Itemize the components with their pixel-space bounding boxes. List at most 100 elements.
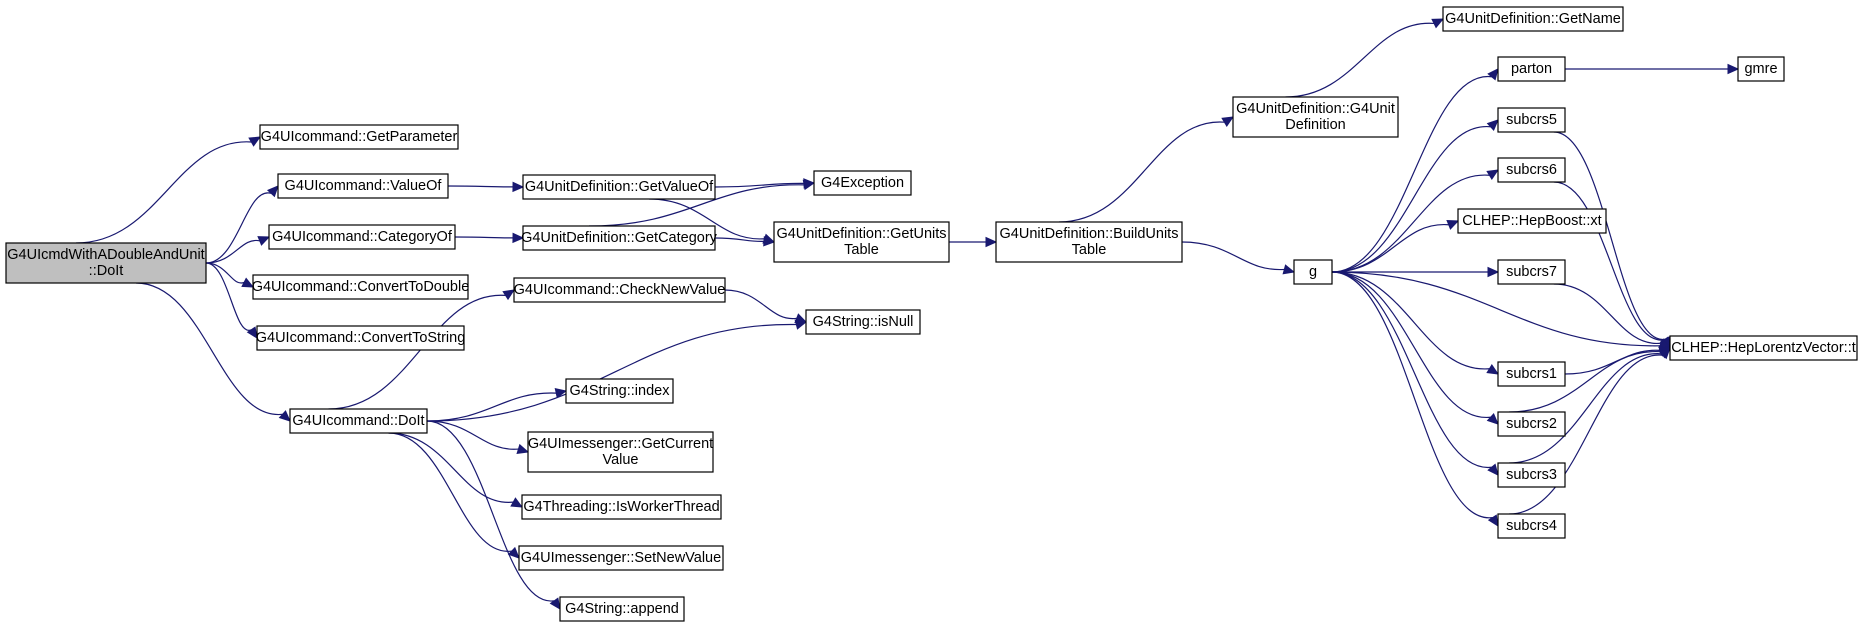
node-box-g4exception[interactable] bbox=[813, 170, 912, 196]
node-box-getvalueof[interactable] bbox=[522, 174, 716, 200]
node-box-subcrs3[interactable] bbox=[1497, 462, 1566, 488]
node-box-subcrs6[interactable] bbox=[1497, 157, 1566, 183]
node-uicommand-doit[interactable]: G4UIcommand::DoIt bbox=[289, 408, 428, 434]
node-g4uicmd-doit[interactable]: G4UIcmdWithADoubleAndUnit::DoIt bbox=[5, 242, 207, 284]
node-getvalueof[interactable]: G4UnitDefinition::GetValueOf bbox=[522, 174, 716, 200]
node-box-g4unitdefinition-ctor[interactable] bbox=[1232, 96, 1399, 138]
node-box-getname[interactable] bbox=[1442, 6, 1624, 32]
node-g4exception[interactable]: G4Exception bbox=[813, 170, 912, 196]
node-label-getunitstable: G4UnitDefinition::GetUnits bbox=[776, 226, 946, 242]
edge-buildunitstable-to-g bbox=[1181, 241, 1285, 271]
node-subcrs1[interactable]: subcrs1 bbox=[1497, 361, 1566, 387]
node-setnewvalue[interactable]: G4UImessenger::SetNewValue bbox=[518, 545, 724, 571]
arrowhead-buildunitstable-to-g bbox=[1282, 264, 1296, 275]
node-box-g[interactable] bbox=[1293, 259, 1333, 285]
arrowhead-g4uicmd-doit-to-uicommand-doit bbox=[278, 410, 291, 422]
edge-uicommand-doit-to-checknewvalue bbox=[328, 294, 506, 410]
node-box-buildunitstable[interactable] bbox=[995, 221, 1183, 263]
node-box-setnewvalue[interactable] bbox=[518, 545, 724, 571]
node-isworkerthread[interactable]: G4Threading::IsWorkerThread bbox=[521, 494, 722, 520]
node-converttostring[interactable]: G4UIcommand::ConvertToString bbox=[256, 325, 466, 351]
node-subcrs7[interactable]: subcrs7 bbox=[1497, 259, 1566, 285]
edge-subcrs2-to-heplorentz-t bbox=[1509, 351, 1661, 413]
node-subcrs2[interactable]: subcrs2 bbox=[1497, 411, 1566, 437]
node-box-subcrs1[interactable] bbox=[1497, 361, 1566, 387]
node-label-subcrs5: subcrs5 bbox=[1506, 112, 1557, 128]
arrowhead-g-to-subcrs7 bbox=[1487, 266, 1500, 278]
node-box-hepboost-xt[interactable] bbox=[1457, 208, 1607, 234]
edge-g-to-subcrs2 bbox=[1331, 271, 1491, 418]
node-box-converttodouble[interactable] bbox=[252, 274, 469, 300]
arrowhead-g4unitdefinition-ctor-to-getname bbox=[1431, 18, 1445, 29]
node-box-subcrs7[interactable] bbox=[1497, 259, 1566, 285]
node-box-getparameter[interactable] bbox=[259, 124, 459, 150]
node-box-append[interactable] bbox=[559, 596, 685, 622]
node-label-getvalueof: G4UnitDefinition::GetValueOf bbox=[525, 179, 714, 195]
edge-g4uicmd-doit-to-valueof bbox=[205, 192, 272, 264]
arrowhead-g4uicmd-doit-to-getparameter bbox=[248, 136, 262, 147]
node-subcrs6[interactable]: subcrs6 bbox=[1497, 157, 1566, 183]
arrowhead-checknewvalue-to-isnull bbox=[794, 313, 808, 324]
edge-g-to-heplorentz-t bbox=[1331, 271, 1661, 347]
node-isnull[interactable]: G4String::isNull bbox=[805, 309, 921, 335]
node-box-parton[interactable] bbox=[1497, 56, 1566, 82]
node-box-getcurrentvalue[interactable] bbox=[527, 431, 714, 473]
node-box-categoryof[interactable] bbox=[268, 224, 456, 250]
node-box-subcrs2[interactable] bbox=[1497, 411, 1566, 437]
node-getparameter[interactable]: G4UIcommand::GetParameter bbox=[259, 124, 459, 150]
node-categoryof[interactable]: G4UIcommand::CategoryOf bbox=[268, 224, 456, 250]
node-converttodouble[interactable]: G4UIcommand::ConvertToDouble bbox=[252, 274, 470, 300]
node-subcrs5[interactable]: subcrs5 bbox=[1497, 107, 1566, 133]
arrowhead-parton-to-gmre bbox=[1727, 63, 1740, 75]
arrowhead-categoryof-to-getcategory bbox=[512, 232, 525, 244]
edge-subcrs5-to-heplorentz-t bbox=[1553, 131, 1666, 340]
node-box-index[interactable] bbox=[565, 378, 674, 404]
edge-uicommand-doit-to-getcurrentvalue bbox=[426, 420, 519, 450]
node-box-isworkerthread[interactable] bbox=[521, 494, 722, 520]
edge-subcrs7-to-heplorentz-t bbox=[1553, 283, 1662, 344]
node-box-getunitstable[interactable] bbox=[773, 221, 950, 263]
node-parton[interactable]: parton bbox=[1497, 56, 1566, 82]
call-edges bbox=[75, 18, 1740, 610]
node-box-g4uicmd-doit[interactable] bbox=[5, 242, 207, 284]
node-append[interactable]: G4String::append bbox=[559, 596, 685, 622]
node-checknewvalue[interactable]: G4UIcommand::CheckNewValue bbox=[513, 277, 726, 303]
node-getname[interactable]: G4UnitDefinition::GetName bbox=[1442, 6, 1624, 32]
node-label-subcrs2: subcrs2 bbox=[1506, 416, 1557, 432]
node-box-heplorentz-t[interactable] bbox=[1669, 335, 1858, 361]
node-valueof[interactable]: G4UIcommand::ValueOf bbox=[277, 173, 449, 199]
node-hepboost-xt[interactable]: CLHEP::HepBoost::xt bbox=[1457, 208, 1607, 234]
edge-uicommand-doit-to-isnull bbox=[426, 323, 797, 422]
node-label-getcurrentvalue: G4UImessenger::GetCurrent bbox=[528, 436, 713, 452]
node-label-heplorentz-t: CLHEP::HepLorentzVector::t bbox=[1671, 340, 1856, 356]
node-index[interactable]: G4String::index bbox=[565, 378, 674, 404]
node-label-g4exception: G4Exception bbox=[821, 175, 904, 191]
arrowhead-g4uicmd-doit-to-categoryof bbox=[257, 236, 271, 246]
node-gmre[interactable]: gmre bbox=[1737, 56, 1785, 82]
node-box-converttostring[interactable] bbox=[256, 325, 465, 351]
node-box-valueof[interactable] bbox=[277, 173, 449, 199]
node-g4unitdefinition-ctor[interactable]: G4UnitDefinition::G4UnitDefinition bbox=[1232, 96, 1399, 138]
node-box-gmre[interactable] bbox=[1737, 56, 1785, 82]
node-subcrs3[interactable]: subcrs3 bbox=[1497, 462, 1566, 488]
node-g[interactable]: g bbox=[1293, 259, 1333, 285]
node-heplorentz-t[interactable]: CLHEP::HepLorentzVector::t bbox=[1669, 335, 1858, 361]
node-box-getcategory[interactable] bbox=[522, 225, 716, 251]
node-label-g4uicmd-doit: ::DoIt bbox=[89, 263, 124, 279]
arrowhead-valueof-to-getvalueof bbox=[512, 181, 525, 193]
node-box-subcrs4[interactable] bbox=[1497, 513, 1566, 539]
node-box-uicommand-doit[interactable] bbox=[289, 408, 428, 434]
edge-getcategory-to-g4exception bbox=[588, 184, 805, 227]
node-box-checknewvalue[interactable] bbox=[513, 277, 726, 303]
edge-g4uicmd-doit-to-getparameter bbox=[75, 141, 252, 244]
node-box-subcrs5[interactable] bbox=[1497, 107, 1566, 133]
node-label-subcrs7: subcrs7 bbox=[1506, 264, 1557, 280]
node-getcategory[interactable]: G4UnitDefinition::GetCategory bbox=[521, 225, 718, 251]
node-subcrs4[interactable]: subcrs4 bbox=[1497, 513, 1566, 539]
node-box-isnull[interactable] bbox=[805, 309, 921, 335]
edge-g4unitdefinition-ctor-to-getname bbox=[1285, 22, 1435, 98]
node-label-getunitstable: Table bbox=[844, 242, 879, 258]
